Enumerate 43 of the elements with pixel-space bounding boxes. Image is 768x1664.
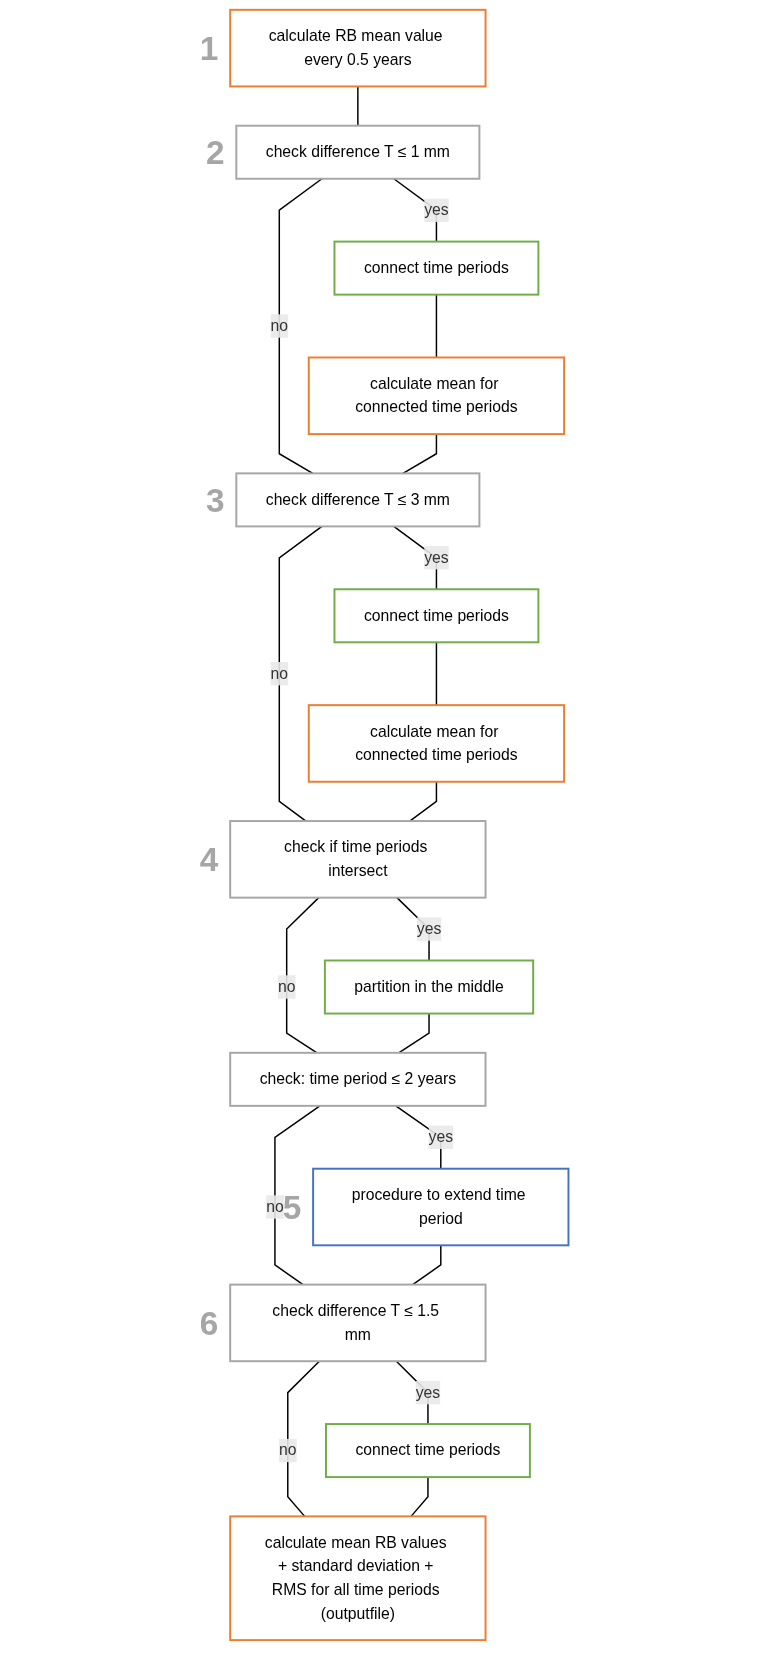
node-box: calculate mean for connected time periods <box>307 356 565 436</box>
node-box: calculate mean for connected time periods <box>307 704 565 783</box>
node-box: check difference T ≤ 3 mm <box>235 472 481 528</box>
node-box: connect time periods <box>333 240 540 296</box>
edge-label: no <box>277 978 296 995</box>
node-box: partition in the middle <box>323 959 534 1015</box>
step-number: 2 <box>205 134 225 171</box>
step-number: 1 <box>199 29 219 67</box>
edge-label: yes <box>415 1383 441 1401</box>
connector <box>286 1360 320 1518</box>
connector <box>411 1244 442 1286</box>
connector <box>278 178 323 475</box>
node-box: connect time periods <box>324 1423 531 1479</box>
node-box: check difference T ≤ 1.5 mm <box>229 1283 487 1363</box>
step-number: 6 <box>199 1304 219 1342</box>
connector <box>285 896 320 1054</box>
connector <box>435 641 437 706</box>
node-box: connect time periods <box>333 588 540 644</box>
connector <box>397 1012 430 1054</box>
step-number: 4 <box>199 841 219 879</box>
connector <box>274 1105 321 1286</box>
node-box: calculate mean RB values + standard deviation + RMS for all time periods (outputfile) <box>229 1515 487 1642</box>
edge-label: yes <box>416 920 442 937</box>
node-box: check: time period ≤ 2 years <box>229 1051 487 1107</box>
edge-label: yes <box>424 201 449 219</box>
connector <box>402 433 437 475</box>
node-box: procedure to extend time period <box>312 1167 570 1247</box>
connector <box>356 85 359 127</box>
node-box: check if time periods intersect <box>229 820 487 899</box>
edge-label: no <box>266 1198 284 1215</box>
step-number: 3 <box>205 481 225 519</box>
edge-label: no <box>270 664 288 682</box>
connector <box>408 781 437 822</box>
edge-label: no <box>270 317 288 334</box>
node-box: calculate RB mean value every 0.5 years <box>229 8 487 88</box>
node-box: check difference T ≤ 1 mm <box>235 124 481 180</box>
edge-label: yes <box>428 1128 453 1146</box>
connector <box>278 525 323 822</box>
step-number: 5 <box>282 1188 302 1226</box>
connector <box>410 1476 429 1518</box>
edge-label: yes <box>424 549 449 566</box>
edge-label: no <box>278 1441 297 1459</box>
connector <box>435 293 437 359</box>
